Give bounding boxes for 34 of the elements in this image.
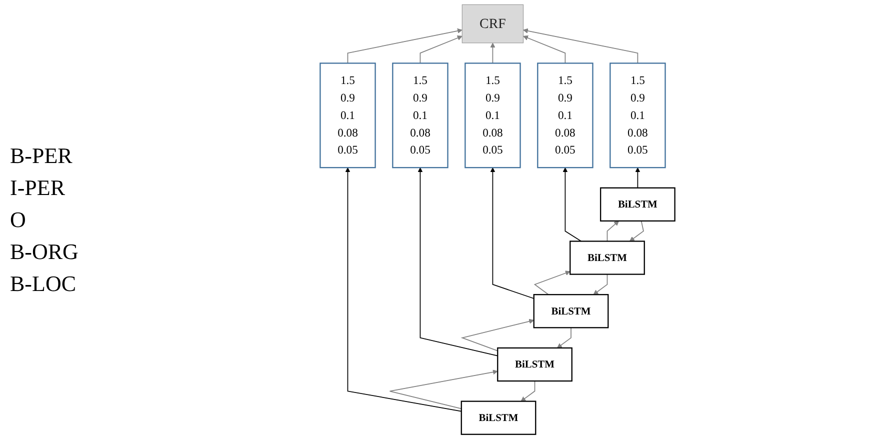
node-box: BiLSTM bbox=[570, 240, 645, 275]
node-box: 1.5 0.9 0.1 0.08 0.05 bbox=[392, 62, 448, 168]
arrow bbox=[389, 370, 498, 410]
arrow bbox=[562, 167, 582, 242]
node-box: 1.5 0.9 0.1 0.08 0.05 bbox=[464, 62, 521, 168]
node-box: BiLSTM bbox=[460, 400, 536, 435]
arrow bbox=[420, 35, 462, 64]
node-box: 1.5 0.9 0.1 0.08 0.05 bbox=[610, 62, 666, 168]
arrow bbox=[347, 28, 462, 64]
tag-label: B-LOC bbox=[10, 270, 77, 298]
arrow bbox=[556, 327, 572, 348]
arrow bbox=[460, 318, 534, 352]
tag-label: B-ORG bbox=[10, 238, 80, 266]
arrow bbox=[418, 167, 498, 356]
arrow bbox=[593, 274, 608, 295]
tag-label: O bbox=[10, 206, 27, 234]
arrow bbox=[629, 220, 644, 242]
node-box: CRF bbox=[462, 4, 524, 44]
node-box: BiLSTM bbox=[600, 187, 676, 222]
arrow bbox=[635, 167, 640, 188]
node-box: BiLSTM bbox=[497, 347, 572, 382]
node-box: 1.5 0.9 0.1 0.08 0.05 bbox=[320, 62, 376, 168]
arrow bbox=[490, 42, 496, 64]
arrow bbox=[606, 220, 620, 242]
tag-label: B-PER bbox=[10, 142, 74, 170]
arrow bbox=[523, 35, 566, 64]
arrow bbox=[490, 167, 534, 299]
node-box: 1.5 0.9 0.1 0.08 0.05 bbox=[537, 62, 594, 168]
node-box: BiLSTM bbox=[533, 294, 609, 328]
arrow bbox=[534, 270, 570, 296]
arrow bbox=[520, 380, 536, 402]
arrow bbox=[523, 28, 638, 64]
tag-label: I-PER bbox=[10, 174, 66, 202]
arrow bbox=[345, 167, 462, 412]
